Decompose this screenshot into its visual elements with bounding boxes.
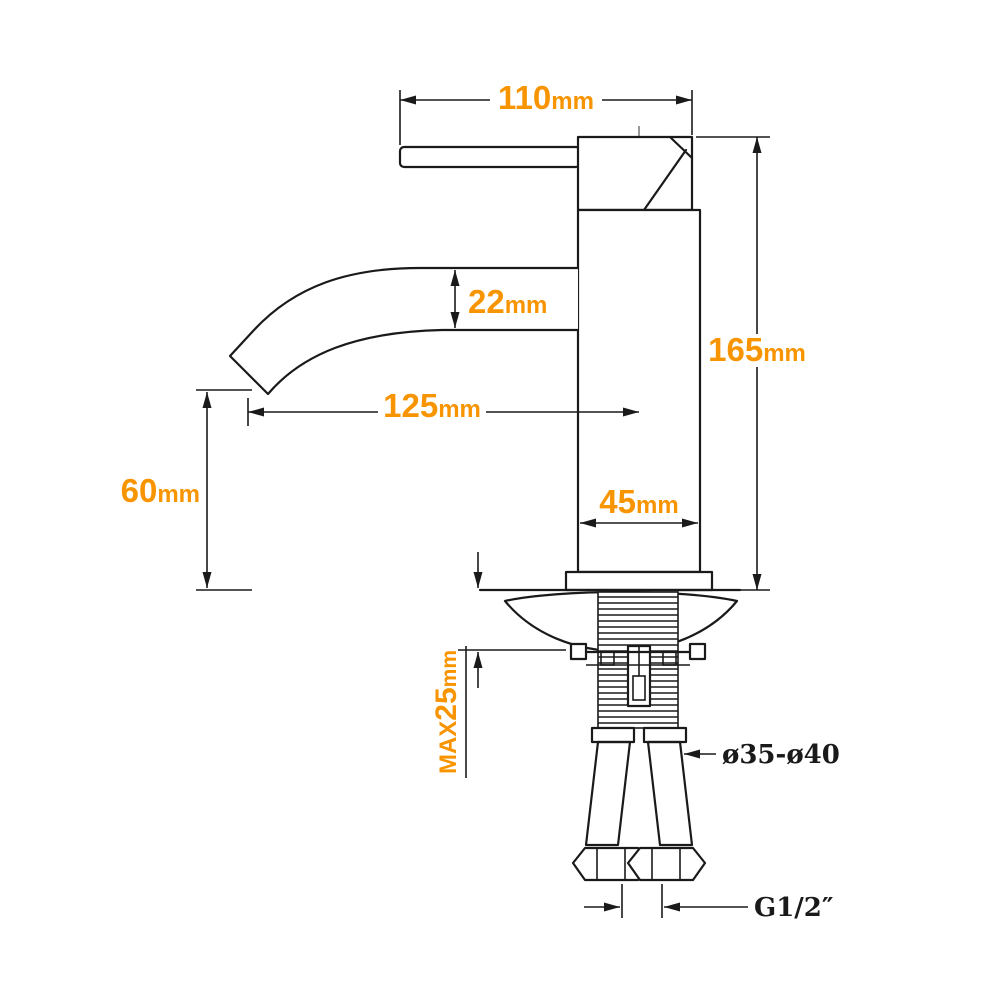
dimension-deck-thickness: MAX25mm — [430, 552, 566, 778]
lock-nut — [569, 642, 707, 666]
threaded-shank — [597, 591, 679, 729]
spout — [228, 266, 578, 396]
hex-nut-left — [571, 846, 652, 882]
hex-connectors — [571, 846, 707, 882]
handle-housing — [576, 135, 694, 212]
dim-165mm-label: 165mm — [708, 331, 806, 368]
dimension-spout-diameter: 22mm — [450, 270, 547, 328]
hose-right — [646, 740, 694, 847]
dimension-handle-width: 110mm — [399, 79, 693, 145]
dim-22mm-label: 22mm — [468, 283, 547, 320]
dimension-spout-reach: 125mm — [247, 387, 639, 426]
hole-diameter-label: ø35-ø40 — [722, 740, 840, 770]
hose-ferrule-right — [642, 726, 688, 744]
dimension-thread-size: G1/2″ — [584, 884, 834, 923]
base-flange — [564, 570, 714, 592]
dim-45mm-label: 45mm — [599, 483, 678, 520]
hose-ferrule-left — [590, 726, 636, 744]
handle-lever — [398, 145, 582, 169]
dim-max25mm-label: MAX25mm — [430, 650, 463, 774]
dimension-total-height: 165mm — [696, 136, 806, 591]
dim-125mm-label: 125mm — [383, 387, 481, 424]
hose-left — [584, 740, 632, 847]
supply-hoses — [584, 740, 694, 847]
hex-nut-right — [626, 846, 707, 882]
dimension-body-width: 45mm — [580, 483, 698, 528]
mounting-deck — [478, 588, 742, 653]
dimension-spout-height: 60mm — [120, 389, 252, 591]
dim-110mm-label: 110mm — [498, 79, 594, 116]
thread-size-label: G1/2″ — [754, 893, 834, 923]
dimension-hole-diameter: ø35-ø40 — [684, 740, 840, 770]
dim-60mm-label: 60mm — [121, 472, 200, 509]
